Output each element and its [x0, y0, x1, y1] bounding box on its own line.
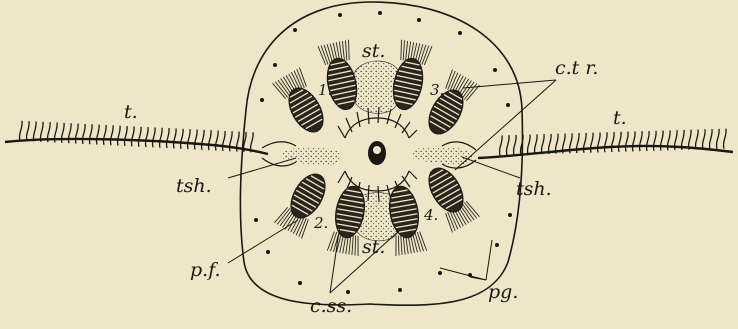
tentacle-filament [69, 123, 72, 143]
tentacle-filament [76, 124, 79, 144]
comb-plate [272, 68, 331, 139]
tentacle-filament [160, 128, 163, 148]
tentacle-filament [724, 129, 727, 149]
label-tentacle-right: t. [613, 107, 627, 129]
tentacle-filament [153, 127, 156, 147]
tentacle-filament [647, 131, 650, 151]
tentacle-filament [591, 133, 594, 153]
tentacle-filament [633, 131, 636, 151]
tentacle-left [5, 121, 268, 154]
tentacle-filament [90, 124, 93, 144]
tentacle-filament [146, 127, 149, 147]
tentacle-filament [640, 131, 643, 151]
tentacle-filament [514, 135, 517, 155]
number-3: 3. [430, 81, 444, 99]
tentacle-filament [612, 132, 615, 152]
tentacle-right [478, 129, 733, 158]
tentacle-filament [528, 135, 531, 155]
tentacle-filament [132, 126, 135, 146]
tentacle-filament [104, 125, 107, 145]
number-2: 2. [313, 214, 328, 232]
label-pg: pg. [488, 281, 518, 303]
tentacle-filament [27, 121, 30, 141]
tentacle-filament [223, 131, 226, 151]
tentacle-filament [174, 128, 177, 148]
tentacle-filament [181, 129, 184, 149]
label-stomach-top: st. [362, 40, 385, 62]
tentacle-filament [97, 125, 100, 145]
label-stomach-bottom: st. [362, 236, 385, 258]
tentacle-filament [696, 130, 699, 150]
tentacle-filament [507, 135, 510, 155]
tentacle-filament [717, 129, 720, 149]
label-css: c.ss. [310, 295, 352, 317]
tentacle-filament [139, 127, 142, 147]
tentacle-sheath-left [282, 147, 341, 166]
tentacle-filament [202, 130, 205, 150]
label-tsh-left: tsh. [176, 175, 212, 197]
tentacle-filament [619, 132, 622, 152]
tentacle-filament [34, 121, 37, 141]
tentacle-filament [626, 132, 629, 152]
label-tsh-right: tsh. [516, 178, 552, 200]
tentacle-filament [216, 131, 219, 151]
tentacle-filament [598, 132, 601, 152]
tentacle-filament [188, 129, 191, 149]
tentacle-filament [118, 126, 121, 146]
tentacle-filament [654, 131, 657, 151]
number-4: 4. [423, 206, 438, 224]
tentacle-filament [710, 129, 713, 149]
tentacle-filament [605, 132, 608, 152]
tentacle-filament [500, 135, 503, 155]
tentacle-filament [20, 121, 23, 141]
tentacle-filament [209, 130, 212, 150]
number-1: 1. [318, 81, 332, 99]
label-tentacle-left: t. [124, 101, 138, 123]
tentacle-filament [535, 134, 538, 154]
label-ctr: c.t r. [555, 57, 598, 79]
tentacle-filament [83, 124, 86, 144]
tentacle-filament [703, 129, 706, 149]
tentacle-filament [195, 130, 198, 150]
tentacle-filament [542, 134, 545, 154]
tentacle-filament [111, 125, 114, 145]
tentacle-filament [167, 128, 170, 148]
label-pf: p.f. [190, 259, 221, 281]
leader-lines [228, 80, 556, 293]
tentacle-filament [125, 126, 128, 146]
